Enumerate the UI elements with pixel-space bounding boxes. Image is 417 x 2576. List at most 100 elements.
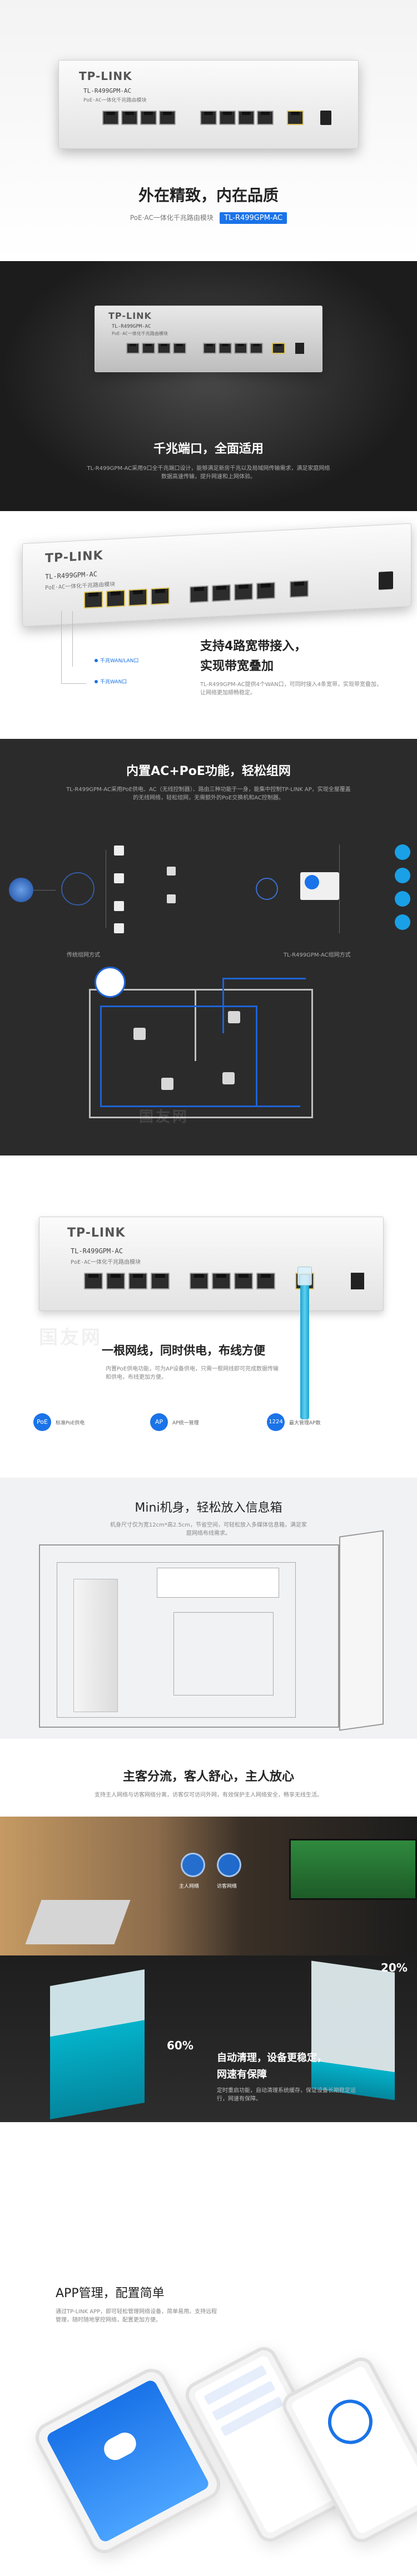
phone-icon [395,844,410,860]
cable-title: 一根网线，同时供电，布线方便 [102,1344,265,1357]
ap-node-icon [222,1072,235,1084]
ethernet-port [142,343,155,354]
cooling-block: 60% 20% 自动清理，设备更稳定， 网速有保障 定时重启功能，自动清理系统缓… [0,1955,417,2122]
ap-manage-icon-text: AP统一管理 [172,1420,199,1426]
wifi-icon [256,878,278,900]
legend-dot-icon [95,680,98,683]
cloud-icon [100,2428,140,2464]
bandwidth-title-2: 实现带宽叠加 [200,659,274,673]
ethernet-port [151,1273,170,1289]
router-device-dark: TP-LINK TL-R499GPM-AC PoE·AC一体化千兆路由模块 [95,306,322,372]
ethernet-port [250,343,263,354]
guest-network-label: 访客网络 [217,1884,237,1889]
wan-port [151,587,170,606]
legend-wan-lan: 千兆WAN/LAN口 [95,657,138,664]
mini-desc: 机身尺寸仅为宽12cm*高2.5cm，节省空间，可轻松放入多媒体信息箱，满足家庭… [110,1522,307,1537]
feature-icon-row: PoE 标准PoE供电 AP AP统一管理 1224 最大管理AP数 [33,1411,378,1444]
mini-title: Mini机身，轻松放入信息箱 [135,1501,282,1515]
model-subtitle: PoE·AC一体化千兆路由模块 [83,98,147,103]
ap-node-icon [161,1078,173,1090]
power-jack [379,571,393,590]
poe-icon: PoE [33,1413,51,1431]
cooling-title-1: 自动清理，设备更稳定， [217,2052,327,2064]
legend-label: 千兆WAN/LAN口 [100,658,139,664]
connection-line [339,844,340,933]
app-section: APP管理，配置简单 通过TP-LINK APP，即可轻松管理网络设备，简单易用… [0,2122,417,2576]
bandwidth-title-1: 支持4路宽带接入， [200,639,307,653]
ethernet-port [140,111,157,125]
laptop-shape [25,1900,131,1944]
guest-desc: 支持主人网络与访客网络分离，访客仅可访问外网，有效保护主人网络安全，畅享无线生活… [95,1792,322,1798]
port-callout-line [61,611,62,683]
model-badge: TL-R499GPM-AC [220,212,287,224]
ethernet-port [234,343,247,354]
ethernet-port [257,111,274,125]
laptop-icon [395,868,410,883]
ap-device-icon [114,901,124,911]
gigabit-title: 千兆端口，全面适用 [153,442,264,456]
right-caption: TL-R499GPM-AC组网方式 [284,952,351,958]
ethernet-port [219,343,232,354]
router-device-front: TP-LINK TL-R499GPM-AC PoE·AC一体化千兆路由模块 [39,1217,384,1311]
poe-ac-section: 内置AC+PoE功能，轻松组网 TL-R499GPM-AC采用PoE供电、AC（… [0,739,417,1156]
network-cable-line [256,1006,257,1106]
bandwidth-desc: TL-R499GPM-AC提供4个WAN口，可同时接入4条宽带，实现带宽叠加，让… [200,682,382,696]
cable-section: TP-LINK TL-R499GPM-AC PoE·AC一体化千兆路由模块 一根… [0,1156,417,1478]
legend-label: 千兆WAN口 [100,679,127,685]
cooling-desc: 定时重启功能，自动清理系统缓存，保证设备长期稳定运行，网速有保障。 [217,2088,356,2102]
ethernet-port [272,343,285,354]
door-panel [339,1530,384,1731]
brand-logo: TP-LINK [45,548,103,566]
wan-port [106,589,125,608]
model-subtitle: PoE·AC一体化千兆路由模块 [71,1259,141,1266]
ap-node-icon [133,1028,146,1040]
model-label: TL-R499GPM-AC [45,570,97,581]
brand-logo: TP-LINK [67,1226,126,1240]
ap-count-icon-text: 最大管理AP数 [289,1420,321,1426]
ethernet-port [256,1273,275,1289]
cable-plug [297,1267,312,1286]
wan-port [84,591,103,609]
ethernet-port [173,343,186,354]
ethernet-port [287,111,304,125]
gigabit-section: TP-LINK TL-R499GPM-AC PoE·AC一体化千兆路由模块 千兆… [0,261,417,511]
ap-device-icon [114,846,124,856]
ethernet-port [190,585,209,603]
ap-device-icon [114,923,124,933]
main-network-label: 主人网络 [179,1884,200,1889]
port-callout-line [61,683,86,684]
hero-title: 外在精致，内在品质 [138,186,279,204]
watermark: 国友网 [39,1327,102,1349]
left-percent: 60% [167,2039,193,2052]
router-zoom-icon [95,967,126,998]
cooling-title-2: 网速有保障 [217,2069,267,2080]
model-label: TL-R499GPM-AC [83,87,132,94]
ap-device-icon [114,873,124,883]
info-box-outline [39,1544,339,1728]
ethernet-port [157,343,171,354]
info-box-inner [57,1562,296,1718]
wan-port [128,588,147,607]
ethernet-port [106,1273,125,1289]
tv-icon [395,914,410,930]
poe-icon-text: 标准PoE供电 [56,1420,85,1426]
traditional-network-diagram [0,833,206,944]
tablet-icon [395,891,410,907]
user-icon [217,1853,241,1877]
network-cable-line [222,978,224,1033]
app-desc: 通过TP-LINK APP，即可轻松管理网络设备，简单易用。支持远程管理，随时随… [56,2309,217,2323]
ethernet-port [234,583,253,601]
poe-ac-title: 内置AC+PoE功能，轻松组网 [126,764,291,778]
ethernet-port [121,111,138,125]
device-slot [173,1612,274,1695]
cable-desc: 内置PoE供电功能，可为AP设备供电，只需一根网线即可完成数据传输和供电，布线更… [106,1366,279,1380]
left-caption: 传统组网方式 [67,952,100,958]
model-label: TL-R499GPM-AC [71,1247,123,1255]
network-cable-line [222,978,306,979]
network-cable-line [100,1106,300,1107]
brand-logo: TP-LINK [108,311,152,321]
ethernet-port [203,343,216,354]
user-icon [181,1853,205,1877]
ethernet-port [219,111,236,125]
model-subtitle: PoE·AC一体化千兆路由模块 [45,581,116,592]
